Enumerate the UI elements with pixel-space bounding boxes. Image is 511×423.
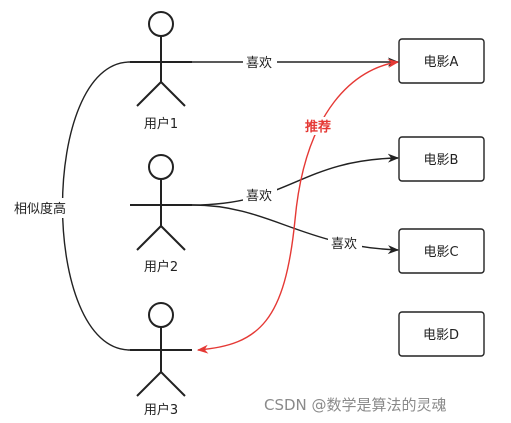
- movieA-node: 电影A: [398, 38, 485, 84]
- user2-actor: [130, 154, 192, 251]
- edge-user2-movieB: [191, 153, 400, 206]
- movieA-box: [398, 38, 485, 84]
- movieA-label: 电影A: [424, 55, 459, 70]
- movieB-box: [398, 136, 485, 182]
- watermark: CSDN @数学是算法的灵魂: [264, 396, 447, 414]
- movieC-label: 电影C: [423, 245, 458, 260]
- user1-head: [148, 11, 174, 37]
- user3-label: 用户3: [144, 402, 178, 418]
- like-label-user2-movieB: 喜欢: [246, 189, 272, 204]
- movieC-box: [398, 228, 485, 274]
- movieC-node: 电影C: [398, 228, 485, 274]
- movieD-box: [398, 311, 485, 357]
- recommend-label: 推荐: [305, 119, 331, 135]
- movieB-node: 电影B: [398, 136, 485, 182]
- user2-head: [148, 154, 174, 180]
- similarity-label-bg: [10, 198, 78, 218]
- movieD-label: 电影D: [423, 328, 459, 343]
- user3-left-leg: [136, 371, 162, 397]
- user1-right-leg: [160, 81, 186, 107]
- user3-head: [148, 302, 174, 328]
- user3-right-leg: [160, 371, 186, 397]
- user2-left-leg: [136, 225, 162, 251]
- user3-actor: [130, 302, 192, 397]
- edge-user2-movieC: [191, 204, 400, 255]
- user2-label: 用户2: [144, 259, 178, 275]
- user1-label: 用户1: [144, 116, 178, 132]
- similarity-label: 相似度高: [14, 201, 66, 217]
- movieB-label: 电影B: [424, 153, 459, 168]
- edge-recommend-movieA-user3: [196, 58, 400, 354]
- user1-left-leg: [136, 81, 162, 107]
- like-label-user2-movieC: 喜欢: [331, 237, 357, 252]
- like-label-user1-movieA: 喜欢: [246, 56, 272, 71]
- user1-actor: [130, 11, 192, 107]
- recommend-label-bg: [302, 117, 336, 135]
- movieD-node: 电影D: [398, 311, 485, 357]
- user2-right-leg: [160, 225, 186, 251]
